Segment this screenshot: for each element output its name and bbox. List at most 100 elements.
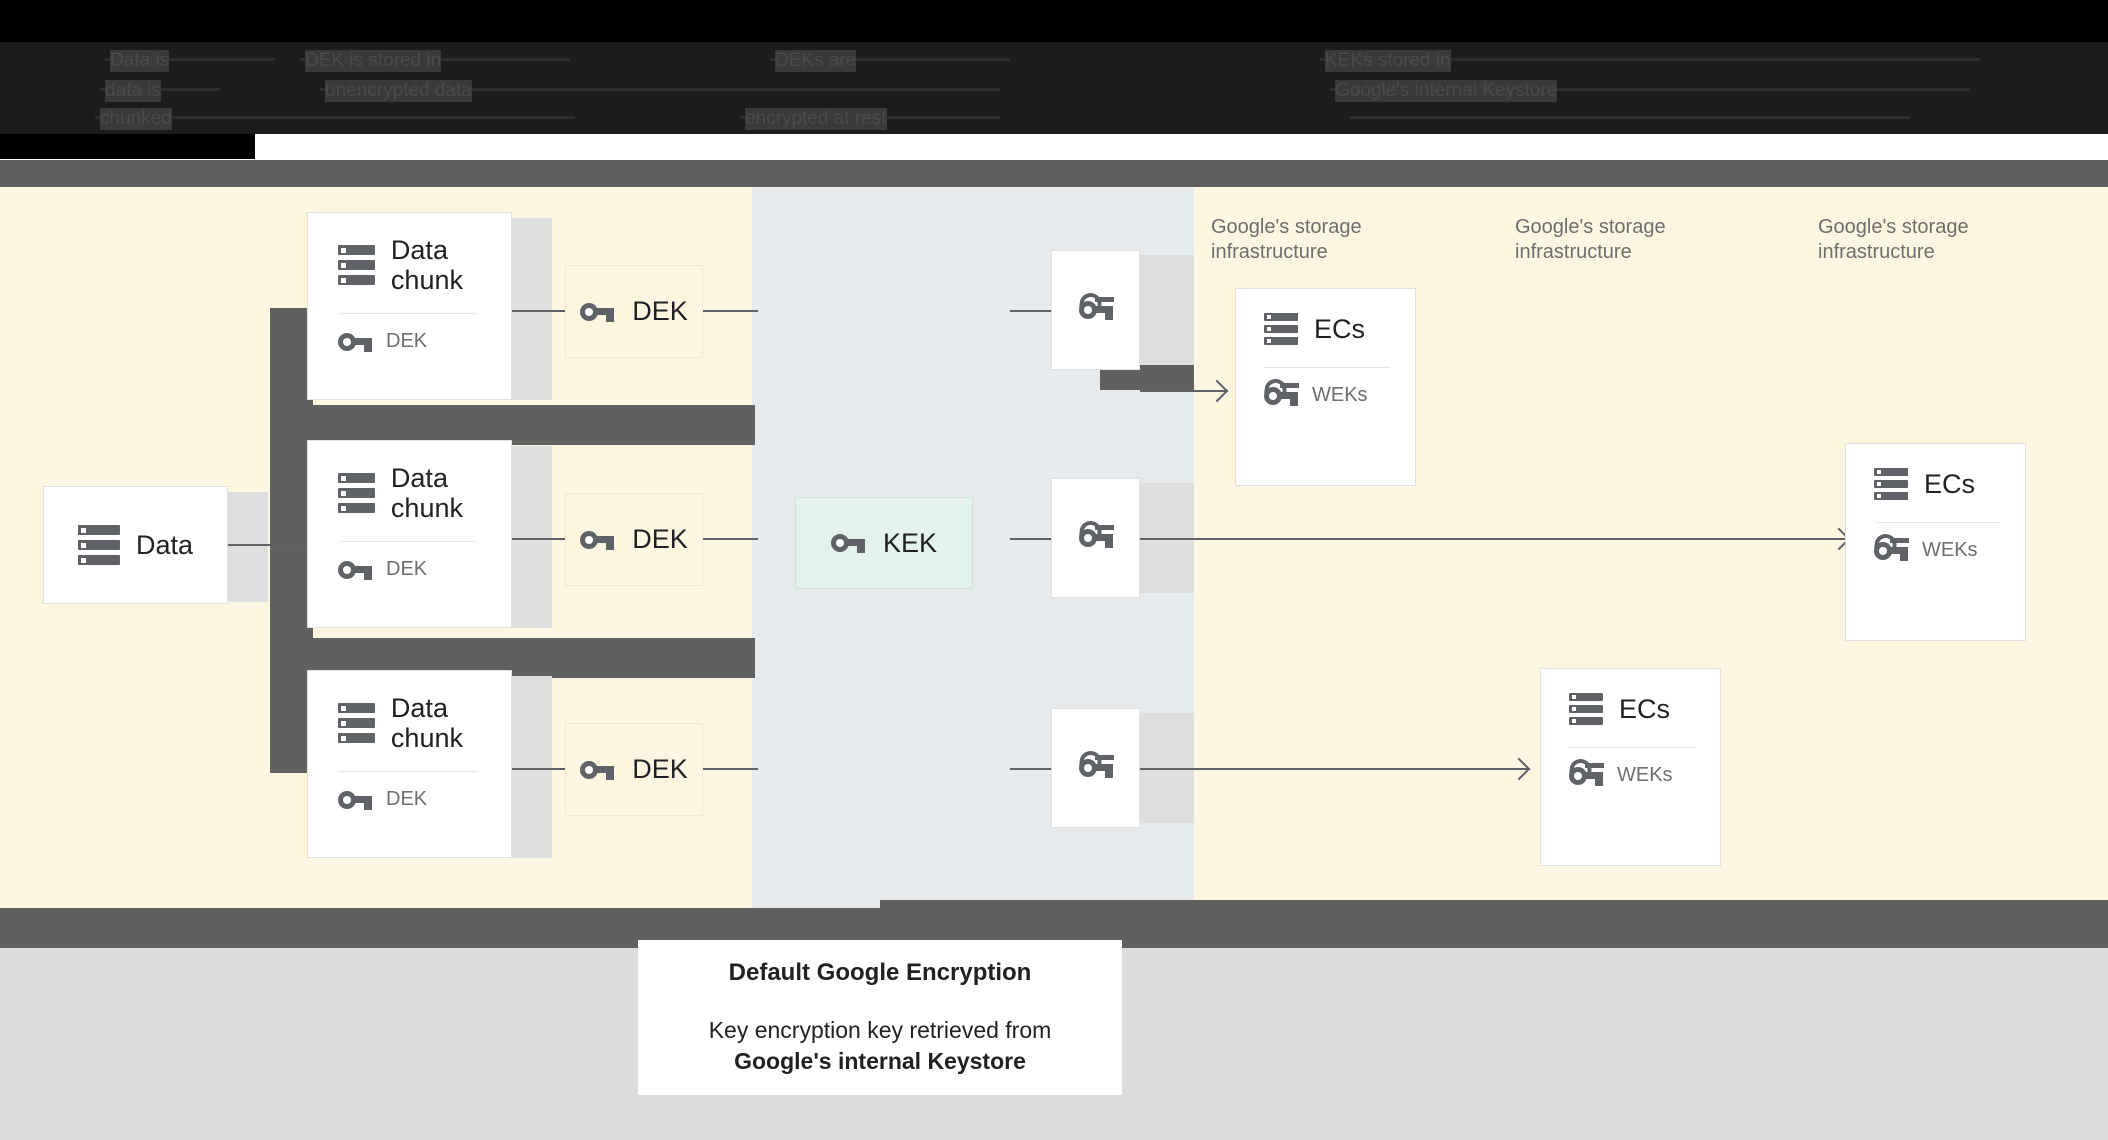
wrapped-key-icon bbox=[1078, 749, 1114, 779]
header-rule bbox=[320, 88, 1000, 91]
header-redaction-block bbox=[0, 134, 255, 159]
dek-box-1[interactable]: DEK bbox=[565, 265, 703, 358]
connector-to-wek-2 bbox=[1010, 538, 1058, 540]
header-rule bbox=[770, 58, 1010, 61]
wek-box-shadow bbox=[1140, 255, 1194, 365]
data-card[interactable]: Data bbox=[43, 486, 228, 604]
arrow-line-ec-1 bbox=[1140, 390, 1228, 392]
chunk-card-key-label: DEK bbox=[386, 330, 428, 352]
key-icon bbox=[338, 789, 372, 811]
ec-card-label: ECs bbox=[1619, 694, 1671, 724]
storage-stack-icon bbox=[1569, 693, 1603, 725]
header-text-8: Google's internal Keystore bbox=[1335, 80, 1558, 102]
dek-box-3[interactable]: DEK bbox=[565, 723, 703, 816]
chunk-card-label: Data chunk bbox=[390, 235, 463, 295]
storage-stack-icon bbox=[1264, 313, 1298, 345]
dek-box-label: DEK bbox=[632, 296, 688, 326]
header-text-1: DEK is stored in bbox=[305, 50, 442, 72]
card-divider bbox=[338, 313, 478, 314]
dek-box-label: DEK bbox=[632, 754, 688, 784]
header-text-2: DEKs are bbox=[775, 50, 857, 72]
ec-card-3[interactable]: ECs WEKs bbox=[1540, 668, 1721, 866]
ec-card-label: ECs bbox=[1314, 314, 1366, 344]
header-text-4: unencrypted data bbox=[325, 80, 472, 102]
chunk-card-row: Data chunk bbox=[338, 463, 511, 523]
header-rule bbox=[1330, 88, 1970, 91]
key-icon bbox=[580, 529, 615, 551]
connector-chunk1-dek bbox=[512, 310, 567, 312]
connector-dek2-right bbox=[703, 538, 758, 540]
card-divider bbox=[1874, 522, 2000, 523]
caption-body: Key encryption key retrieved from Google… bbox=[709, 1015, 1052, 1077]
chunk-card-shadow bbox=[512, 218, 552, 400]
storage-stack-icon bbox=[1874, 468, 1908, 500]
wrapped-key-box-2[interactable] bbox=[1051, 478, 1140, 598]
chunk-card-key-row: DEK bbox=[338, 330, 427, 353]
wrapped-key-icon bbox=[1263, 377, 1299, 407]
dek-box-label: DEK bbox=[632, 524, 688, 554]
chunk-card-key-row: DEK bbox=[338, 558, 427, 581]
chunk-card-shadow bbox=[512, 446, 552, 628]
card-divider bbox=[1264, 367, 1390, 368]
wrapped-key-box-1[interactable] bbox=[1051, 250, 1140, 370]
header-rule bbox=[95, 116, 575, 119]
data-card-shadow bbox=[228, 492, 268, 602]
chunk-card-row: Data chunk bbox=[338, 235, 511, 295]
wrapped-key-icon bbox=[1078, 291, 1114, 321]
redaction-bar-vertical bbox=[270, 308, 313, 773]
chunk-card-label: Data chunk bbox=[390, 693, 463, 753]
ec-card-key-row: WEKs bbox=[1263, 377, 1368, 407]
key-icon bbox=[830, 532, 865, 554]
data-card-row: Data bbox=[77, 525, 194, 565]
arrow-line-ec-3 bbox=[1140, 768, 1530, 770]
ec-card-row: ECs bbox=[1569, 693, 1670, 725]
key-icon bbox=[338, 559, 372, 581]
header-text-3: data is bbox=[105, 80, 161, 102]
ec-card-row: ECs bbox=[1264, 313, 1365, 345]
header-rule bbox=[105, 58, 275, 61]
storage-stack-icon bbox=[77, 525, 120, 565]
card-divider bbox=[338, 771, 478, 772]
connector-data-to-chunks bbox=[228, 544, 313, 546]
infra-label-3: Google's storage infrastructure bbox=[1818, 216, 1969, 263]
chunk-card-key-label: DEK bbox=[386, 558, 428, 580]
caption-box: Default Google Encryption Key encryption… bbox=[638, 940, 1122, 1095]
kek-label: KEK bbox=[882, 527, 938, 558]
arrow-line-ec-2 bbox=[1140, 538, 1850, 540]
ec-card-2[interactable]: ECs WEKs bbox=[1845, 443, 2026, 641]
header-black-band bbox=[0, 0, 2108, 42]
infra-label-2: Google's storage infrastructure bbox=[1515, 216, 1666, 263]
redaction-bar-branch-1 bbox=[270, 405, 755, 445]
header-text-7: encrypted at rest bbox=[745, 108, 887, 130]
header-rule bbox=[1350, 116, 1910, 119]
redaction-bar-top bbox=[0, 160, 2108, 187]
wrapped-key-icon bbox=[1568, 757, 1604, 787]
wrapped-key-box-3[interactable] bbox=[1051, 708, 1140, 828]
header-text-5: KEKs stored in bbox=[1325, 50, 1451, 72]
chunk-card-2[interactable]: Data chunk DEK bbox=[307, 440, 512, 628]
wrapped-key-icon bbox=[1873, 532, 1909, 562]
chunk-card-3[interactable]: Data chunk DEK bbox=[307, 670, 512, 858]
ec-card-1[interactable]: ECs WEKs bbox=[1235, 288, 1416, 486]
chunk-card-key-row: DEK bbox=[338, 788, 427, 811]
kek-box[interactable]: KEK bbox=[795, 497, 973, 589]
connector-to-wek-3 bbox=[1010, 768, 1058, 770]
key-icon bbox=[580, 759, 615, 781]
ec-card-key-label: WEKs bbox=[1922, 539, 1978, 561]
chunk-card-1[interactable]: Data chunk DEK bbox=[307, 212, 512, 400]
card-divider bbox=[1569, 747, 1695, 748]
card-divider bbox=[338, 541, 478, 542]
connector-chunk2-dek bbox=[512, 538, 567, 540]
ec-card-row: ECs bbox=[1874, 468, 1975, 500]
dek-box-2[interactable]: DEK bbox=[565, 493, 703, 586]
header-text-0: Data is bbox=[110, 50, 170, 72]
ec-card-key-row: WEKs bbox=[1568, 757, 1673, 787]
connector-to-wek-1 bbox=[1010, 310, 1058, 312]
wrapped-key-icon bbox=[1078, 519, 1114, 549]
key-icon bbox=[580, 301, 615, 323]
chunk-card-label: Data chunk bbox=[390, 463, 463, 523]
data-card-label: Data bbox=[135, 530, 194, 560]
caption-title: Default Google Encryption bbox=[728, 958, 1032, 986]
caption-line-2: Google's internal Keystore bbox=[734, 1047, 1026, 1074]
